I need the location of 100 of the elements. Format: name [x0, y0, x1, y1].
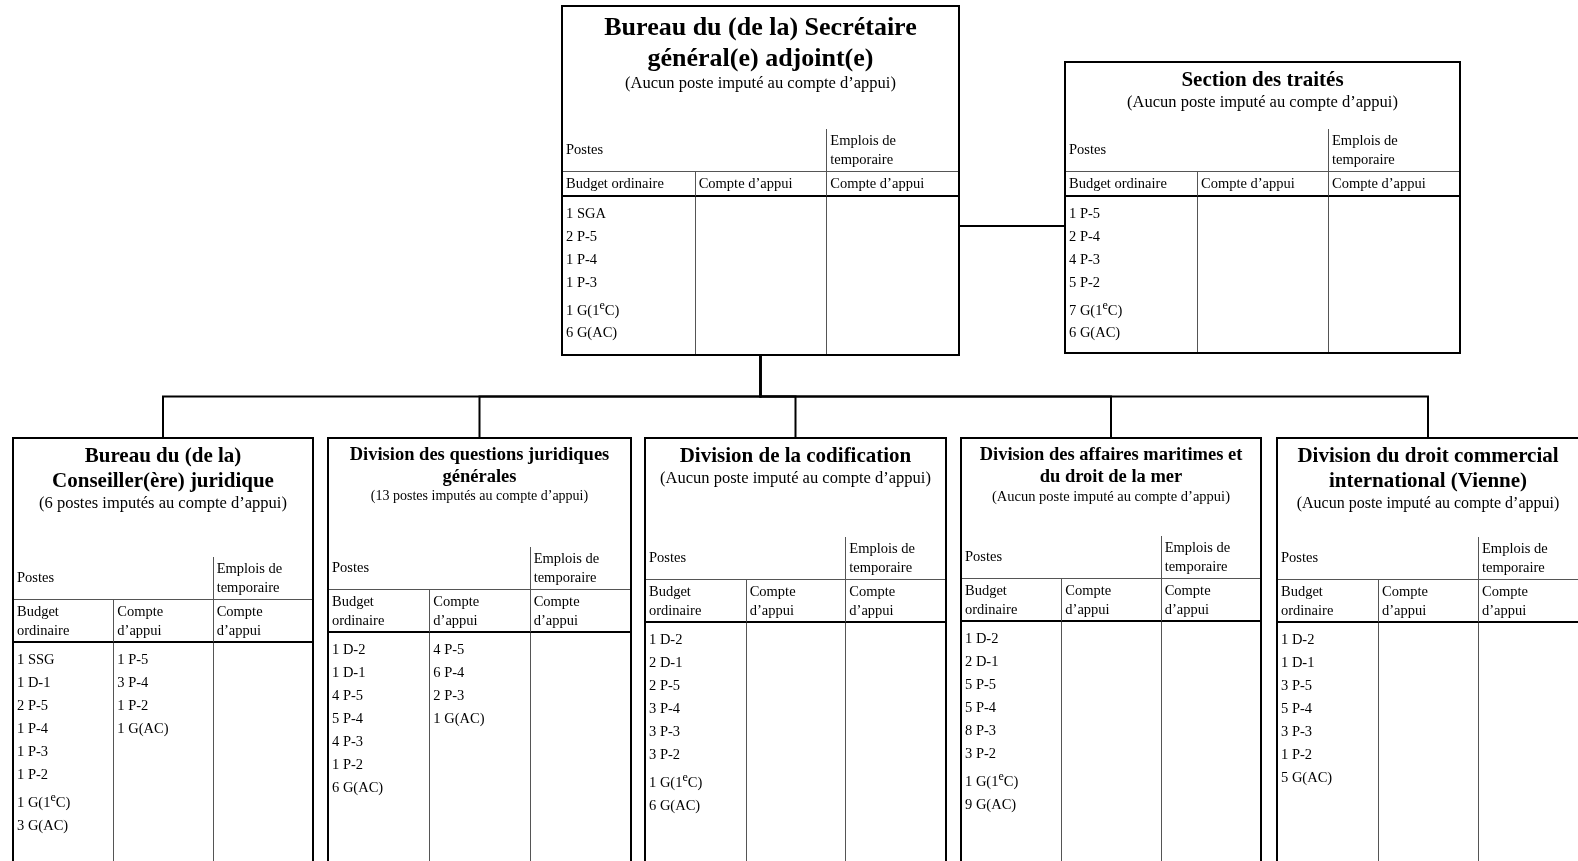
column-header: Budget ordinaire: [332, 591, 386, 630]
post-count: 1 D-2: [649, 630, 683, 650]
post-count: 2 P-3: [433, 686, 465, 706]
post-count: 5 P-4: [332, 709, 364, 729]
org-unit-box: [561, 5, 960, 356]
unit-title: Bureau du (de la) Conseiller(ère) juridique: [51, 443, 275, 494]
post-count: 1 P-5: [117, 650, 149, 670]
post-count: 3 P-3: [649, 722, 681, 742]
group-header: Postes: [1281, 548, 1319, 568]
org-unit-box: [644, 437, 947, 861]
post-count: 2 P-4: [1069, 226, 1101, 246]
post-count: 3 P-2: [649, 745, 681, 765]
unit-subtitle: (Aucun poste imputé au compte d’appui): [992, 487, 1230, 506]
group-header: Postes: [1069, 140, 1107, 160]
column-header: Budget ordinaire: [17, 601, 71, 640]
group-header: Postes: [649, 548, 687, 568]
unit-title: Division de la codification: [679, 443, 912, 469]
post-count: 2 P-5: [649, 676, 681, 696]
column-header: Compte d’appui: [433, 591, 481, 630]
group-header: Emplois de temporaire: [830, 131, 897, 169]
group-header: Emplois de temporaire: [1332, 131, 1399, 169]
post-count: 1 P-3: [17, 742, 49, 762]
unit-subtitle: (Aucun poste imputé au compte d’appui): [1296, 493, 1560, 514]
post-count: 4 P-5: [433, 640, 465, 660]
org-unit-box: [960, 437, 1262, 861]
group-header: Postes: [566, 140, 604, 160]
post-count: 6 G(AC): [649, 796, 701, 816]
column-header: Budget ordinaire: [965, 580, 1019, 619]
post-count: 4 P-3: [332, 732, 364, 752]
unit-title: Division des questions juridiques générales: [348, 443, 611, 488]
column-header: Budget ordinaire: [566, 173, 664, 193]
unit-title: Division des affaires maritimes et du droit de la mer: [978, 443, 1244, 488]
post-count: 6 G(AC): [566, 323, 618, 343]
unit-subtitle: (6 postes imputés au compte d’appui): [39, 493, 287, 514]
unit-subtitle: (13 postes imputés au compte d’appui): [370, 487, 589, 505]
post-count: 4 P-5: [332, 686, 364, 706]
group-header: Emplois de temporaire: [1482, 539, 1549, 577]
post-count: 6 G(AC): [1069, 323, 1121, 343]
connector-line: [959, 225, 1065, 227]
post-count: 3 P-3: [1281, 722, 1313, 742]
column-header: Compte d’appui: [749, 581, 797, 620]
column-header: Compte d’appui: [117, 601, 165, 640]
post-count: 1 SGA: [566, 203, 606, 223]
group-header: Postes: [17, 568, 55, 588]
post-count: 6 P-4: [433, 663, 465, 683]
unit-title: Division du droit commercial international (Vienne): [1296, 443, 1560, 494]
post-count: 2 D-1: [649, 653, 683, 673]
column-header: Compte d’appui: [1164, 580, 1212, 619]
post-count: 1 P-2: [1281, 745, 1313, 765]
column-header: Compte d’appui: [1482, 581, 1529, 620]
column-header: Budget ordinaire: [1281, 581, 1335, 620]
post-count: 9 G(AC): [965, 795, 1017, 815]
post-count: 1 P-2: [17, 765, 49, 785]
connector-line: [759, 355, 1429, 438]
post-count: 1 G(1$^{e}$C): [17, 789, 71, 813]
unit-title: Bureau du (de la) Secrétaire général(e) adjoint(e): [603, 11, 918, 74]
group-header: Postes: [965, 547, 1003, 567]
post-count: 4 P-3: [1069, 249, 1101, 269]
post-count: 1 G(AC): [117, 719, 169, 739]
org-unit-box: [1064, 61, 1461, 354]
post-count: 2 D-1: [965, 652, 999, 672]
column-header: Budget ordinaire: [649, 581, 703, 620]
org-unit-box: [12, 437, 314, 861]
post-count: 1 G(1$^{e}$C): [965, 768, 1019, 792]
unit-subtitle: (Aucun poste imputé au compte d’appui): [1127, 92, 1398, 113]
post-count: 3 P-2: [965, 744, 997, 764]
post-count: 3 P-4: [117, 673, 149, 693]
post-count: 7 G(1$^{e}$C): [1069, 296, 1123, 320]
post-count: 5 P-4: [1281, 699, 1313, 719]
group-header: Emplois de temporaire: [533, 549, 601, 587]
group-header: Emplois de temporaire: [1164, 538, 1232, 576]
column-header: Compte d’appui: [533, 591, 581, 630]
post-count: 1 D-1: [1281, 653, 1315, 673]
column-header: Compte d’appui: [830, 173, 925, 193]
post-count: 1 D-1: [332, 663, 366, 683]
unit-subtitle: (Aucun poste imputé au compte d’appui): [625, 73, 896, 94]
column-header: Budget ordinaire: [1069, 173, 1167, 193]
post-count: 5 P-4: [965, 698, 997, 718]
post-count: 5 P-5: [965, 675, 997, 695]
post-count: 3 G(AC): [17, 816, 69, 836]
column-header: Compte d’appui: [698, 173, 793, 193]
post-count: 1 P-4: [17, 719, 49, 739]
post-count: 1 D-2: [965, 629, 999, 649]
post-count: 6 G(AC): [332, 778, 384, 798]
unit-title: Section des traités: [1181, 67, 1344, 93]
column-header: Compte d’appui: [849, 581, 897, 620]
post-count: 1 G(1$^{e}$C): [566, 296, 620, 320]
post-count: 1 D-2: [332, 640, 366, 660]
column-header: Compte d’appui: [216, 601, 264, 640]
group-header: Emplois de temporaire: [849, 539, 916, 577]
group-header: Emplois de temporaire: [216, 559, 284, 597]
post-count: 1 P-5: [1069, 203, 1101, 223]
column-header: Compte d’appui: [1382, 581, 1429, 620]
unit-subtitle: (Aucun poste imputé au compte d’appui): [660, 468, 931, 489]
post-count: 1 SSG: [17, 650, 55, 670]
post-count: 1 P-4: [566, 249, 598, 269]
group-header: Postes: [332, 558, 370, 578]
post-count: 1 G(AC): [433, 709, 485, 729]
column-header: Compte d’appui: [1201, 173, 1295, 193]
post-count: 8 P-3: [965, 721, 997, 741]
